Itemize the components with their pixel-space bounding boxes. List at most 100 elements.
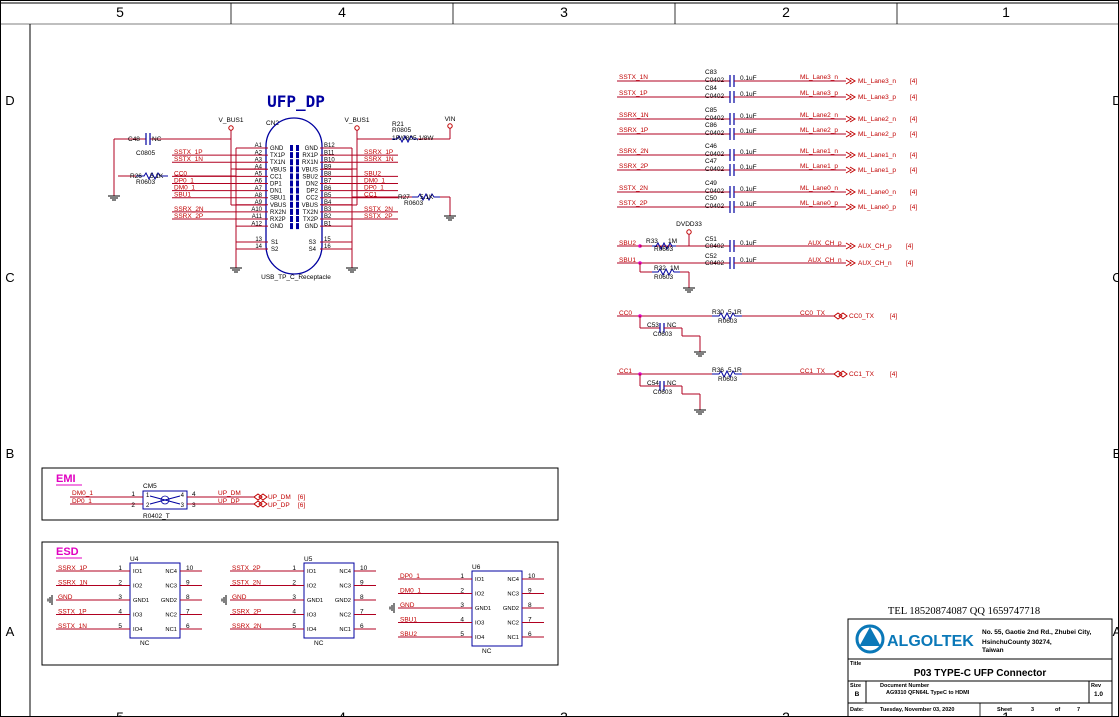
capacitor-value: 0.1uF <box>740 164 757 171</box>
pin-number: 10 <box>186 565 194 572</box>
connector-pin-name: S4 <box>309 247 317 253</box>
r27-ref: R27 <box>398 194 410 201</box>
connector-pin-name: RX1N <box>302 160 318 166</box>
power-port-icon <box>447 123 453 129</box>
connector-contact <box>290 187 293 194</box>
connector-pin-number: 16 <box>324 244 331 250</box>
port-arrow-icon <box>849 77 856 85</box>
date-label: Date: <box>850 707 864 713</box>
chip-pin-name: IO1 <box>133 569 142 575</box>
capacitor-value: NC <box>667 322 677 329</box>
net-label: SBU1 <box>174 192 191 199</box>
net-label: DM0_1 <box>364 178 385 185</box>
chip-pin-name: IO1 <box>307 569 316 575</box>
date-value: Tuesday, November 03, 2020 <box>880 707 954 713</box>
chip-pin-name: GND2 <box>161 598 177 604</box>
resistor-value: 5.1R <box>728 309 742 316</box>
port-arrow-icon <box>845 203 852 211</box>
pin-number: 1 <box>118 565 122 572</box>
capacitor-value: 0.1uF <box>740 186 757 193</box>
connector-contact <box>296 187 299 194</box>
chip-pin-name: NC3 <box>339 584 351 590</box>
capacitor-value: 0.1uF <box>740 91 757 98</box>
net-label: CC1 <box>619 368 632 375</box>
connector-pin-number: B4 <box>324 200 332 206</box>
connector-contact <box>290 201 293 208</box>
capacitor-package: C0603 <box>653 331 673 338</box>
net-label: SSTX_2P <box>364 213 393 220</box>
docnum-value: AG9310 QFN64L TypeC to HDMI <box>886 690 970 696</box>
pin-number: 3 <box>181 503 185 509</box>
row-marker: D <box>1112 93 1119 108</box>
chip-pin-name: NC4 <box>339 569 351 575</box>
port-label: AUX_CH_n <box>858 260 892 267</box>
pin-number: 6 <box>186 623 190 630</box>
pin-number: 6 <box>360 623 364 630</box>
connector-contact <box>296 152 299 159</box>
connector-contact <box>290 223 293 230</box>
port-diamond-icon <box>258 493 268 501</box>
capacitor-package: C0402 <box>705 203 725 210</box>
connector-pin-name: DN1 <box>270 189 283 195</box>
company-address: Taiwan <box>982 647 1004 654</box>
connector-contact <box>290 152 293 159</box>
capacitor-ref: C49 <box>705 180 717 187</box>
connector-pin-name: S3 <box>309 240 317 246</box>
connector-pin-name: CC2 <box>306 196 319 202</box>
row-marker: B <box>6 446 15 461</box>
vbus-label: V_BUS1 <box>345 117 370 124</box>
r26-value: 5.1K <box>150 173 164 180</box>
pin-number: 2 <box>131 502 135 509</box>
connector-contact <box>290 173 293 180</box>
net-label: AUX_CH_p <box>808 240 842 247</box>
chip-pin-name: NC2 <box>507 621 519 627</box>
connector-contact <box>290 216 293 222</box>
port-label: ML_Lane1_p <box>858 167 896 174</box>
port-arrow-icon <box>845 166 852 174</box>
chip-pin-name: IO3 <box>133 613 142 619</box>
net-label: ML_Lane3_p <box>800 90 838 97</box>
chip-pin-name: IO4 <box>133 627 143 633</box>
sheet-total: 7 <box>1077 707 1080 713</box>
capacitor-package: C0402 <box>705 151 725 158</box>
connector-pin-name: SBU2 <box>302 174 318 180</box>
connector-body <box>265 117 323 275</box>
connector-pin-name: DP2 <box>306 189 318 195</box>
net-label: DP0_1 <box>364 185 384 192</box>
pin-number: 5 <box>460 631 464 638</box>
port-label: ML_Lane3_n <box>858 78 896 85</box>
net-label: CC1 <box>364 192 377 199</box>
resistor-package: R0603 <box>718 318 738 325</box>
capacitor-value: NC <box>667 380 677 387</box>
net-label: SSRX_1P <box>58 565 87 572</box>
pin-number: 5 <box>118 623 122 630</box>
net-label: DP0_1 <box>400 573 420 580</box>
resistor-icon <box>712 369 742 379</box>
pin-number: 4 <box>118 609 122 616</box>
net-label: SSRX_2P <box>232 609 261 616</box>
port-diamond-icon <box>253 493 263 501</box>
port-label: ML_Lane2_p <box>858 131 896 138</box>
net-label: SSRX_1N <box>364 156 394 163</box>
algoltek-logo-icon <box>859 626 881 647</box>
resistor-icon <box>652 267 680 277</box>
connector-contact <box>296 208 299 215</box>
connector-pin-name: RX2N <box>270 210 286 216</box>
esd-chip-ref: U6 <box>472 564 481 571</box>
port-arrow-icon <box>849 151 856 159</box>
connector-pin-number: A9 <box>255 200 263 206</box>
pin-number: 1 <box>131 491 135 498</box>
net-label: SBU2 <box>400 631 417 638</box>
pin-number: 4 <box>192 491 196 498</box>
row-marker: D <box>5 93 14 108</box>
connector-pin-number: B6 <box>324 186 332 192</box>
net-label: SBU2 <box>619 240 636 247</box>
sheet-ref: [4] <box>906 260 913 267</box>
net-label: SSTX_2N <box>232 580 261 587</box>
port-arrow-icon <box>849 115 856 123</box>
port-label: ML_Lane0_p <box>858 204 896 211</box>
emi-frame <box>41 467 559 521</box>
connector-pin-number: B9 <box>324 165 332 171</box>
choke-winding-icon <box>149 495 181 505</box>
net-label: ML_Lane1_n <box>800 148 838 155</box>
